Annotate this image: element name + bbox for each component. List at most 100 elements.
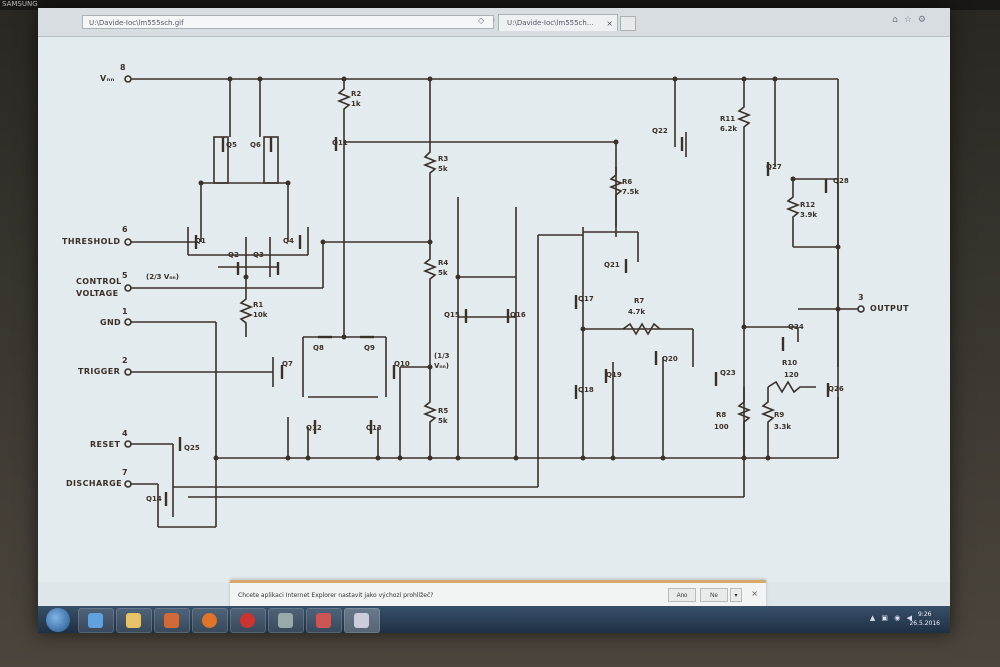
label-q5: Q5	[226, 141, 237, 149]
taskbar-app-button[interactable]	[268, 608, 304, 633]
pin-trigger-number: 2	[122, 356, 128, 365]
tab-close-icon[interactable]: ×	[606, 19, 613, 28]
notification-yes-button[interactable]: Ano	[668, 588, 696, 602]
pin-control-label-1: CONTROL	[76, 277, 122, 286]
pin-control-number: 5	[122, 271, 128, 280]
label-q19: Q19	[606, 371, 622, 379]
label-r11-value: 6.2k	[720, 125, 738, 133]
taskbar-settings-button[interactable]	[306, 608, 342, 633]
top-strip: SAMSUNG	[0, 0, 1000, 10]
taskbar-explorer-button[interactable]	[116, 608, 152, 633]
notification-no-button[interactable]: Ne	[700, 588, 728, 602]
label-q6: Q6	[250, 141, 261, 149]
corner-label: SAMSUNG	[2, 0, 38, 8]
pin-output-label: OUTPUT	[870, 304, 909, 313]
media-player-icon	[164, 613, 179, 628]
label-q3: Q3	[253, 251, 264, 259]
taskbar-ie-button[interactable]	[78, 608, 114, 633]
home-icon[interactable]: ⌂	[892, 15, 904, 25]
pin-gnd-number: 1	[122, 307, 128, 316]
label-r10: R10	[782, 359, 798, 367]
label-q10: Q10	[394, 360, 410, 368]
label-r3: R3	[438, 155, 449, 163]
firefox-icon	[202, 613, 217, 628]
browser-tab[interactable]: U:\Davide-Ioc\lm555ch... ×	[498, 14, 618, 31]
default-browser-notification: Chcete aplikaci Internet Explorer nastav…	[230, 580, 766, 609]
label-q2: Q2	[228, 251, 239, 259]
label-q13: Q13	[366, 424, 382, 432]
label-r3-value: 5k	[438, 165, 448, 173]
label-r4-value: 5k	[438, 269, 448, 277]
label-q12: Q12	[306, 424, 322, 432]
pin-reset-label: RESET	[90, 440, 121, 449]
label-q15: Q15	[444, 311, 460, 319]
label-r2-value: 1k	[351, 100, 361, 108]
label-q22: Q22	[652, 127, 668, 135]
address-bar[interactable]: U:\Davide-Ioc\lm555sch.gif	[82, 15, 494, 29]
browser-chrome: U:\Davide-Ioc\lm555sch.gif ◇ · × ← C U:\…	[38, 8, 950, 37]
label-q7: Q7	[282, 360, 293, 368]
label-r5: R5	[438, 407, 449, 415]
image-viewport: 8 Vₙₙ 6 THRESHOLD 5 CONTROL VOLTAGE (2/3…	[38, 37, 950, 582]
clock-time: 9:26	[917, 611, 932, 618]
label-q8: Q8	[313, 344, 324, 352]
new-tab-button[interactable]	[620, 16, 636, 31]
pin-discharge-number: 7	[122, 468, 128, 477]
pin-vcc-number: 8	[120, 63, 126, 72]
label-r5-value: 5k	[438, 417, 448, 425]
label-r1: R1	[253, 301, 264, 309]
pin-threshold-label: THRESHOLD	[62, 237, 121, 246]
pin-trigger-label: TRIGGER	[78, 367, 121, 376]
label-q24: Q24	[788, 323, 804, 331]
label-third-vcc: (1/3	[434, 352, 450, 360]
notification-close-icon[interactable]: ×	[751, 589, 758, 598]
label-q11: Q11	[332, 139, 348, 147]
label-q14: Q14	[146, 495, 162, 503]
label-r7: R7	[634, 297, 645, 305]
window-icons[interactable]: ⌂☆⚙	[892, 15, 932, 25]
label-q25: Q25	[184, 444, 200, 452]
label-q28: Q28	[833, 177, 849, 185]
tab-title: U:\Davide-Ioc\lm555ch...	[507, 19, 594, 27]
label-r4: R4	[438, 259, 449, 267]
settings-icon[interactable]: ⚙	[917, 15, 932, 25]
system-tray[interactable]: ▲ ▣ ◉ ◀	[869, 614, 914, 622]
label-r6: R6	[622, 178, 633, 186]
taskbar-viewer-button[interactable]	[344, 608, 380, 633]
pin-control-label-2: VOLTAGE	[76, 289, 119, 298]
label-r11: R11	[720, 115, 736, 123]
pin-control-value: (2/3 Vₙₙ)	[146, 273, 179, 281]
taskbar-media-button[interactable]	[154, 608, 190, 633]
label-r9: R9	[774, 411, 785, 419]
label-q23: Q23	[720, 369, 736, 377]
label-r8-value: 100	[714, 423, 729, 431]
label-q27: Q27	[766, 163, 782, 171]
label-third-vcc-2: Vₙₙ)	[434, 362, 449, 370]
taskbar-chrome-button[interactable]	[230, 608, 266, 633]
pin-vcc-label: Vₙₙ	[100, 74, 115, 83]
label-q18: Q18	[578, 386, 594, 394]
pin-discharge-label: DISCHARGE	[66, 479, 122, 488]
label-r7-value: 4.7k	[628, 308, 646, 316]
label-r12: R12	[800, 201, 816, 209]
pin-output-number: 3	[858, 293, 864, 302]
notification-more-button[interactable]: ▾	[730, 588, 742, 602]
start-button[interactable]	[46, 608, 70, 632]
taskbar-firefox-button[interactable]	[192, 608, 228, 633]
gear-icon	[316, 613, 331, 628]
ie-icon	[88, 613, 103, 628]
chrome-icon	[240, 613, 255, 628]
label-r1-value: 10k	[253, 311, 268, 319]
label-q4: Q4	[283, 237, 294, 245]
notification-text: Chcete aplikaci Internet Explorer nastav…	[238, 592, 434, 599]
label-q20: Q20	[662, 355, 678, 363]
image-viewer-icon	[354, 613, 369, 628]
label-q16: Q16	[510, 311, 526, 319]
label-r9-value: 3.3k	[774, 423, 792, 431]
favorites-icon[interactable]: ☆	[903, 15, 918, 25]
pin-gnd-label: GND	[100, 318, 122, 327]
label-r8: R8	[716, 411, 727, 419]
label-q26: Q26	[828, 385, 844, 393]
app-icon	[278, 613, 293, 628]
